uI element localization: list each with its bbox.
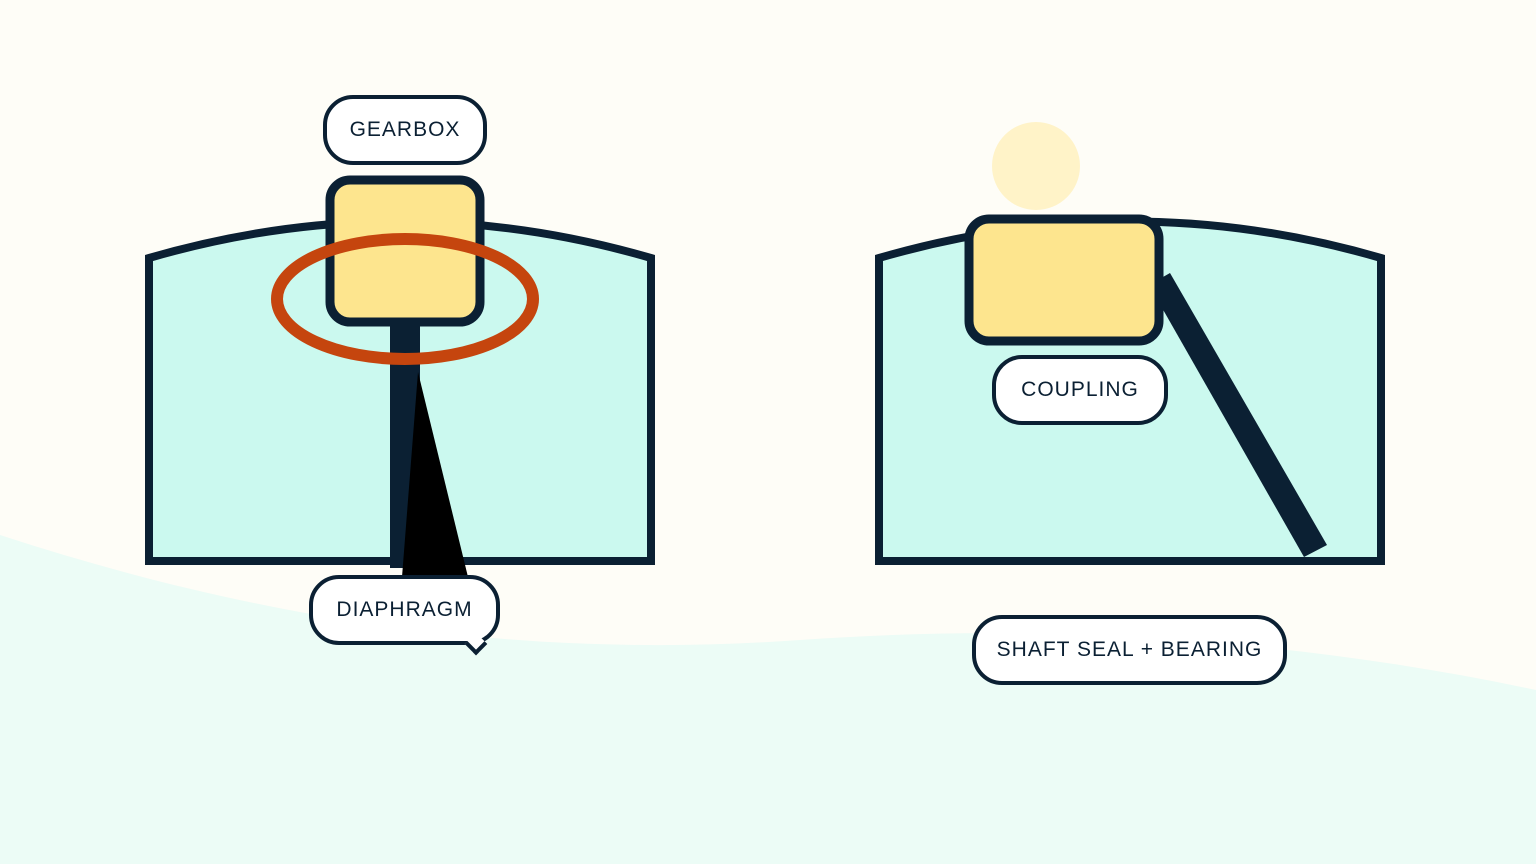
shaft-seal-bearing-label-text: SHAFT SEAL + BEARING <box>996 638 1263 661</box>
coupling-label: COUPLING <box>992 355 1168 425</box>
coupling-block <box>964 214 1164 346</box>
left-shaft-wedge <box>402 372 468 577</box>
right-tank <box>875 122 1385 565</box>
diaphragm-label: DIAPHRAGM <box>309 575 500 645</box>
ground-wave <box>0 535 1536 864</box>
shaft-seal-bearing-label: SHAFT SEAL + BEARING <box>972 615 1287 685</box>
gearbox-label: GEARBOX <box>323 95 487 165</box>
coupling-label-text: COUPLING <box>1021 378 1139 401</box>
sun-circle <box>992 122 1080 210</box>
highlight-ring <box>271 233 539 365</box>
gearbox-block <box>325 175 485 327</box>
right-diagonal-shaft <box>1149 273 1327 557</box>
left-tank <box>145 175 655 577</box>
diaphragm-label-text: DIAPHRAGM <box>336 598 473 621</box>
gearbox-label-text: GEARBOX <box>349 118 461 141</box>
